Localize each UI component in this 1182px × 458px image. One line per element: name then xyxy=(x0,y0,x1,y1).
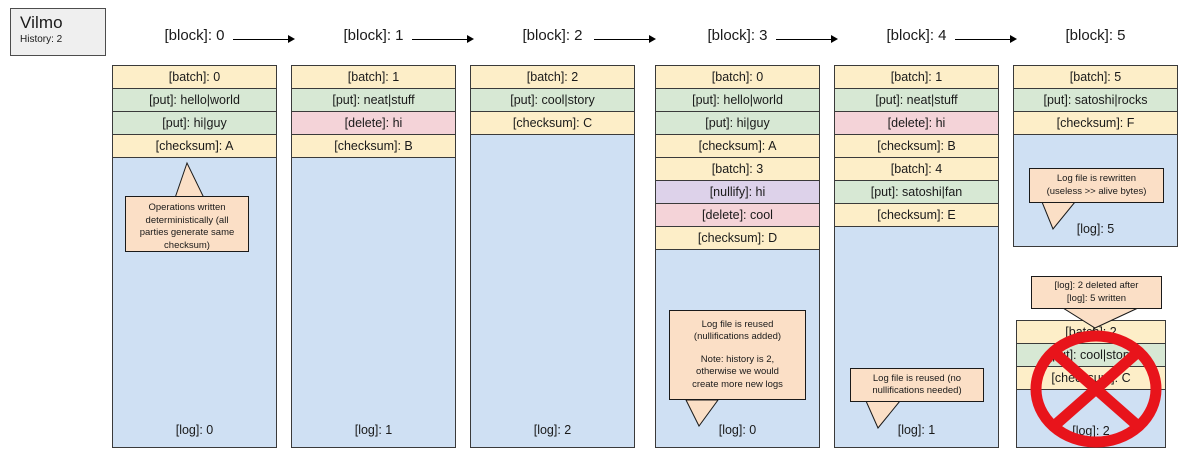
log-entry-list-0: [batch]: 0 [put]: hello|world [put]: hi|… xyxy=(113,66,276,158)
log-row: [checksum]: A xyxy=(656,135,819,158)
callout-line: (useless >> alive bytes) xyxy=(1046,185,1147,197)
block-header-5: [block]: 5 xyxy=(1065,27,1126,44)
block-header-0: [block]: 0 xyxy=(164,27,225,44)
log-row: [put]: cool|story xyxy=(471,89,634,112)
log-row: [checksum]: B xyxy=(292,135,455,158)
callout-line: Log file is reused xyxy=(701,318,774,330)
log-file-column-0[interactable]: [batch]: 0 [put]: hello|world [put]: hi|… xyxy=(112,65,277,448)
log-entry-list-1: [batch]: 1 [put]: neat|stuff [delete]: h… xyxy=(292,66,455,158)
log-file-label-0: [log]: 0 xyxy=(175,423,214,437)
log-row: [checksum]: C xyxy=(1017,367,1165,390)
block-arrow-4-to-5 xyxy=(955,35,1017,44)
log-row: [delete]: hi xyxy=(835,112,998,135)
log-row: [put]: hello|world xyxy=(113,89,276,112)
log-entry-list-2: [batch]: 2 [put]: cool|story [checksum]:… xyxy=(471,66,634,135)
callout-line: nullifications needed) xyxy=(872,385,962,396)
log-file-column-2[interactable]: [batch]: 2 [put]: cool|story [checksum]:… xyxy=(470,65,635,448)
callout-spacer xyxy=(676,344,799,354)
log-row: [put]: neat|stuff xyxy=(292,89,455,112)
callout-line: (nullifications added) xyxy=(693,331,782,343)
callout-line: create more new logs xyxy=(692,378,783,390)
block-arrow-2-to-3 xyxy=(594,35,656,44)
callout-deterministic-operations: Operations written deterministically (al… xyxy=(125,196,249,252)
callout-log2-deleted-after-log5: [log]: 2 deleted after [log]: 5 written xyxy=(1031,276,1162,309)
log-row: [checksum]: B xyxy=(835,135,998,158)
log-file-label-3: [log]: 0 xyxy=(718,423,757,437)
log-row: [checksum]: F xyxy=(1014,112,1177,135)
log-row: [checksum]: C xyxy=(471,112,634,135)
log-entry-list-4: [batch]: 1 [put]: neat|stuff [delete]: h… xyxy=(835,66,998,227)
log-row: [put]: satoshi|rocks xyxy=(1014,89,1177,112)
log-row: [put]: hello|world xyxy=(656,89,819,112)
callout-line: Log file is rewritten xyxy=(1056,173,1137,184)
log-file-label-2: [log]: 2 xyxy=(533,423,572,437)
callout-tail-3 xyxy=(685,399,719,427)
app-name: Vilmo xyxy=(20,13,63,32)
log-file-column-1[interactable]: [batch]: 1 [put]: neat|stuff [delete]: h… xyxy=(291,65,456,448)
log-row: [batch]: 1 xyxy=(835,66,998,89)
block-arrow-0-to-1 xyxy=(233,35,295,44)
log-row: [put]: neat|stuff xyxy=(835,89,998,112)
app-title-card: Vilmo History: 2 xyxy=(10,8,106,56)
log-file-label-4: [log]: 1 xyxy=(897,423,936,437)
callout-line: [log]: 5 written xyxy=(1066,292,1127,304)
log-row: [checksum]: A xyxy=(113,135,276,158)
block-header-3: [block]: 3 xyxy=(707,27,768,44)
block-header-4: [block]: 4 xyxy=(886,27,947,44)
callout-log-reused-no-nullifications: Log file is reused (no nullifications ne… xyxy=(850,368,984,402)
log-file-label-1: [log]: 1 xyxy=(354,423,393,437)
log-row: [delete]: hi xyxy=(292,112,455,135)
block-header-1: [block]: 1 xyxy=(343,27,404,44)
log-entry-list-5: [batch]: 5 [put]: satoshi|rocks [checksu… xyxy=(1014,66,1177,135)
callout-line: otherwise we would xyxy=(696,366,779,378)
log-row: [nullify]: hi xyxy=(656,181,819,204)
log-row: [batch]: 2 xyxy=(471,66,634,89)
history-setting-label: History: 2 xyxy=(20,34,63,45)
log-file-label-deleted: [log]: 2 xyxy=(1072,424,1110,438)
log-row: [checksum]: D xyxy=(656,227,819,250)
block-arrow-3-to-4 xyxy=(776,35,838,44)
callout-log-rewritten: Log file is rewritten (useless >> alive … xyxy=(1029,168,1164,203)
log-row: [checksum]: E xyxy=(835,204,998,227)
log-entry-list-3: [batch]: 0 [put]: hello|world [put]: hi|… xyxy=(656,66,819,250)
callout-tail-5 xyxy=(1041,201,1077,230)
log-row: [batch]: 3 xyxy=(656,158,819,181)
block-header-2: [block]: 2 xyxy=(522,27,583,44)
log-row: [batch]: 4 xyxy=(835,158,998,181)
callout-line: [log]: 2 deleted after xyxy=(1054,280,1139,291)
log-row: [delete]: cool xyxy=(656,204,819,227)
callout-line: Log file is reused (no xyxy=(872,372,962,384)
log-file-column-5[interactable]: [batch]: 5 [put]: satoshi|rocks [checksu… xyxy=(1013,65,1178,247)
log-row: [batch]: 0 xyxy=(656,66,819,89)
callout-log-reused-nullifications: Log file is reused (nullifications added… xyxy=(669,310,806,400)
log-row: [batch]: 5 xyxy=(1014,66,1177,89)
callout-tail-4 xyxy=(865,400,902,429)
log-row: [batch]: 1 xyxy=(292,66,455,89)
log-row: [put]: hi|guy xyxy=(656,112,819,135)
log-row: [put]: satoshi|fan xyxy=(835,181,998,204)
block-arrow-1-to-2 xyxy=(412,35,474,44)
log-row: [put]: hi|guy xyxy=(113,112,276,135)
callout-line: Note: history is 2, xyxy=(700,353,775,365)
log-row: [batch]: 0 xyxy=(113,66,276,89)
log-file-label-5: [log]: 5 xyxy=(1076,222,1115,236)
